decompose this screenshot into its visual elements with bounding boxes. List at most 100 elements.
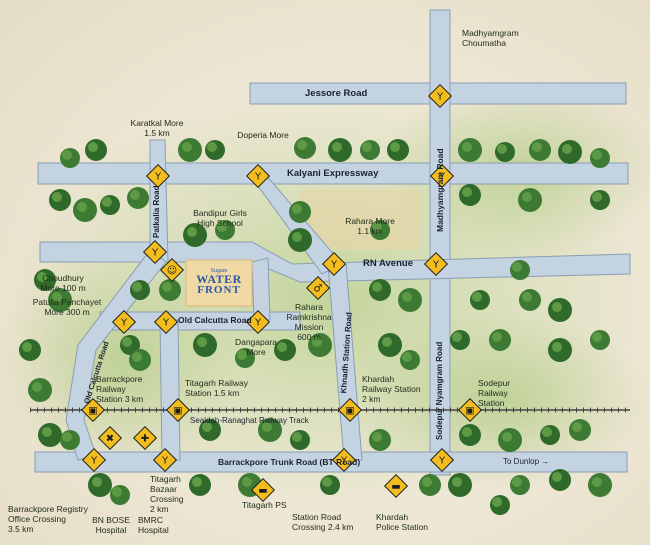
tree-highlight-icon: [297, 140, 307, 150]
tree-highlight-icon: [112, 487, 122, 497]
svg-text:Y: Y: [154, 172, 162, 183]
kalyani-expressway-label: Kalyani Expressway: [287, 168, 379, 179]
train-sign-icon: ▣: [80, 397, 106, 423]
patulia-panchayet-label: Patulia Panchayet More 300 m: [32, 297, 102, 317]
bmrc-hospital-label: BMRC Hospital: [138, 515, 169, 535]
tree-highlight-icon: [292, 204, 302, 214]
tree-highlight-icon: [472, 292, 482, 302]
junction-sign-icon: Y: [429, 163, 455, 189]
bn-bose-label: BN BOSE Hospital: [92, 515, 130, 535]
titagarh-bazaar-label: Titagarh Bazaar Crossing 2 km: [150, 474, 184, 514]
tree-highlight-icon: [202, 422, 212, 432]
tree-highlight-icon: [62, 150, 72, 160]
junction-sign-icon: Y: [142, 239, 168, 265]
tree-highlight-icon: [512, 262, 522, 272]
tree-highlight-icon: [322, 477, 332, 487]
to-dunlop-label: To Dunlop →: [503, 457, 550, 466]
tree-highlight-icon: [592, 150, 602, 160]
tree-highlight-icon: [62, 432, 72, 442]
svg-text:Y: Y: [254, 318, 262, 329]
tree-highlight-icon: [102, 197, 112, 207]
junction-sign-icon: Y: [145, 163, 171, 189]
logo-line-1: WATER: [196, 272, 242, 286]
tree-highlight-icon: [372, 282, 382, 292]
svg-text:Y: Y: [161, 456, 169, 467]
tree-highlight-icon: [237, 350, 247, 360]
tree-highlight-icon: [37, 272, 47, 282]
tree-highlight-icon: [512, 477, 522, 487]
karatkal-more-label: Karatkal More 1.5 km: [130, 118, 184, 138]
junction-sign-icon: Y: [331, 447, 357, 473]
tree-highlight-icon: [522, 192, 532, 202]
tree-highlight-icon: [132, 352, 142, 362]
tree-highlight-icon: [452, 477, 462, 487]
tree-highlight-icon: [42, 427, 52, 437]
tree-highlight-icon: [572, 422, 582, 432]
junction-sign-icon: Y: [153, 309, 179, 335]
svg-text:♂: ♂: [314, 284, 323, 295]
site-link: [251, 257, 271, 321]
bandipur-girls-label: Bandipur Girls High School: [193, 208, 247, 228]
tree-highlight-icon: [592, 332, 602, 342]
madhyamgram-road: [429, 9, 451, 476]
tree-highlight-icon: [402, 292, 412, 302]
tree-highlight-icon: [52, 192, 62, 202]
tree-highlight-icon: [32, 382, 42, 392]
madhyamgram-choumatha-label: Madhyamgram Choumatha: [462, 28, 519, 48]
svg-text:▣: ▣: [465, 406, 474, 417]
tree-highlight-icon: [262, 422, 272, 432]
madhyamgram-road-label: Madhyamgram Road: [435, 148, 445, 232]
tree-highlight-icon: [52, 292, 62, 302]
bt-road-label: Barrackpore Trunk Road (BT Road): [218, 457, 361, 467]
titagarh-link: [159, 319, 181, 461]
tree-highlight-icon: [522, 292, 532, 302]
tree-highlight-icon: [22, 342, 32, 352]
svg-text:▬: ▬: [258, 486, 267, 497]
tree-highlight-icon: [492, 332, 502, 342]
station-road-crossing-label: Station Road Crossing 2.4 km: [292, 512, 354, 532]
junction-sign-icon: Y: [81, 447, 107, 473]
tree-highlight-icon: [207, 142, 217, 152]
tree-highlight-icon: [592, 192, 602, 202]
tree-highlight-icon: [332, 142, 342, 152]
tree-highlight-icon: [462, 187, 472, 197]
svg-text:Y: Y: [90, 456, 98, 467]
svg-text:Y: Y: [432, 260, 440, 271]
tree-highlight-icon: [497, 144, 507, 154]
svg-text:Y: Y: [340, 456, 348, 467]
svg-text:Y: Y: [436, 92, 444, 103]
tree-highlight-icon: [552, 472, 562, 482]
barrackpore-railway-label: Barrackpore Railway Station 3 km: [96, 374, 144, 404]
junction-sign-icon: Y: [152, 447, 178, 473]
rn-avenue: [39, 241, 631, 283]
svg-text:Y: Y: [438, 172, 446, 183]
svg-text:▣: ▣: [173, 406, 182, 417]
logo-brand-top: Sugam: [210, 268, 228, 274]
khardah-railway-label: Khardah Railway Station 2 km: [362, 374, 421, 404]
svg-text:✚: ✚: [141, 434, 149, 445]
tree-highlight-icon: [197, 337, 207, 347]
tree-highlight-icon: [592, 477, 602, 487]
tree-highlight-icon: [542, 427, 552, 437]
tree-highlight-icon: [422, 477, 432, 487]
tree-highlight-icon: [192, 477, 202, 487]
temple-sign-icon: ♂: [305, 275, 331, 301]
doperia-more-label: Doperia More: [237, 130, 289, 140]
svg-text:▣: ▣: [345, 406, 354, 417]
svg-text:▬: ▬: [391, 482, 400, 493]
patkalia-road-label: Patkalia Road: [152, 185, 161, 238]
trees: [19, 137, 612, 515]
police-car-sign-icon: ▬: [383, 473, 409, 499]
train-sign-icon: ▣: [165, 397, 191, 423]
tree-highlight-icon: [382, 337, 392, 347]
tree-highlight-icon: [277, 342, 287, 352]
tree-highlight-icon: [132, 282, 142, 292]
junction-sign-icon: Y: [423, 251, 449, 277]
svg-text:Y: Y: [162, 318, 170, 329]
tree-highlight-icon: [562, 144, 572, 154]
svg-text:Y: Y: [120, 318, 128, 329]
tree-highlight-icon: [462, 427, 472, 437]
